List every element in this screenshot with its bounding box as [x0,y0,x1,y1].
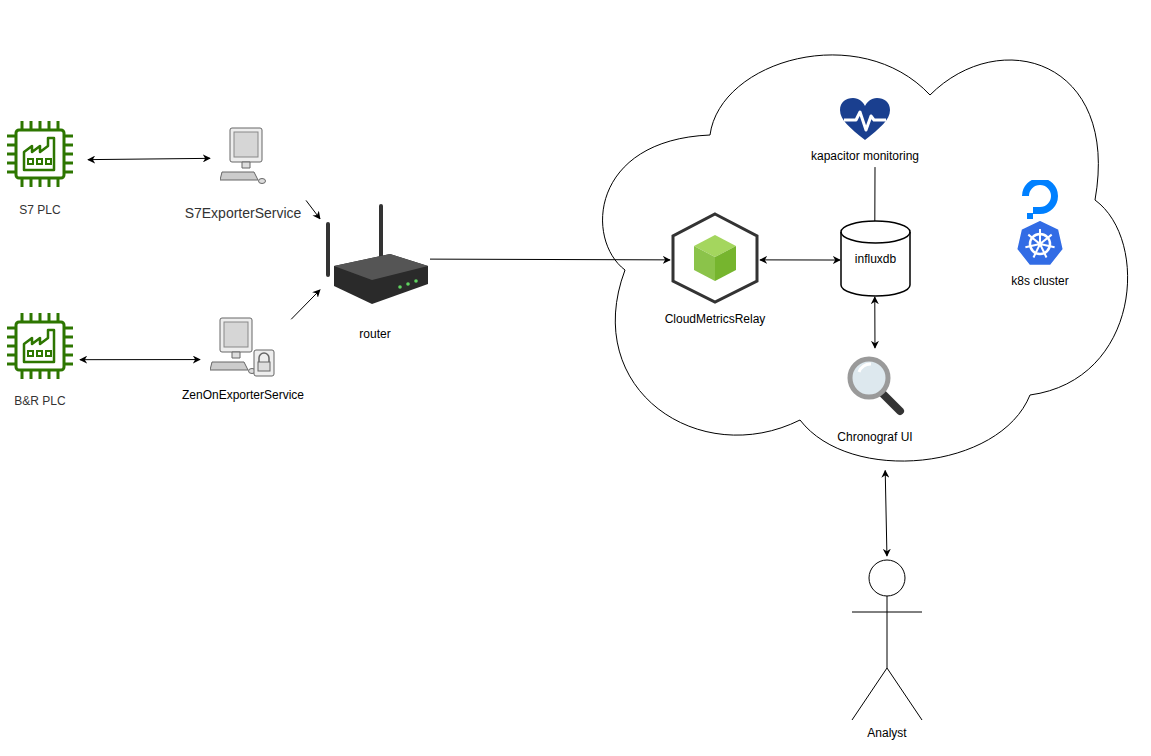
icon-node: B&R PLC [0,310,82,408]
node-label: Chronograf UI [818,430,932,444]
secure-computer-icon [210,316,276,382]
plc-chip-icon [4,310,76,382]
icon-node: S7ExporterService [174,126,312,221]
node-label: k8s cluster [993,274,1087,288]
node-label: B&R PLC [0,394,82,408]
connector [88,158,210,159]
service-cube-icon [670,211,760,305]
node-label: ZenOnExporterService [171,388,315,402]
icon-node: Chronograf UI [818,354,932,444]
kubernetes-icon [1015,180,1065,270]
node-label: S7 PLC [0,203,82,217]
router-icon [320,204,430,310]
connector [306,200,320,218]
database-node: influxdb [840,220,911,297]
node-label: S7ExporterService [174,205,312,221]
magnifier-icon [845,354,905,416]
actor-figure [851,558,923,722]
node-label: kapacitor monitoring [798,149,932,163]
node-label: Analyst [845,726,929,740]
connector [80,359,200,360]
node-label: router [318,327,432,341]
icon-node: S7 PLC [0,118,82,217]
icon-node: router [318,204,432,341]
heart-monitor-icon [840,98,890,142]
node-label: influxdb [840,220,911,297]
plc-chip-icon [4,118,76,190]
cloud-shape [603,55,1128,461]
connector [760,259,840,260]
icon-node: k8s cluster [993,180,1087,288]
computer-icon [220,126,266,188]
connector [291,290,320,319]
icon-node: Analyst [845,558,929,740]
icon-node: kapacitor monitoring [798,98,932,163]
node-label: CloudMetricsRelay [653,312,777,326]
connector [874,297,875,348]
icon-node: CloudMetricsRelay [653,211,777,326]
connector [430,259,670,261]
connector [885,471,887,556]
icon-node: ZenOnExporterService [171,316,315,402]
